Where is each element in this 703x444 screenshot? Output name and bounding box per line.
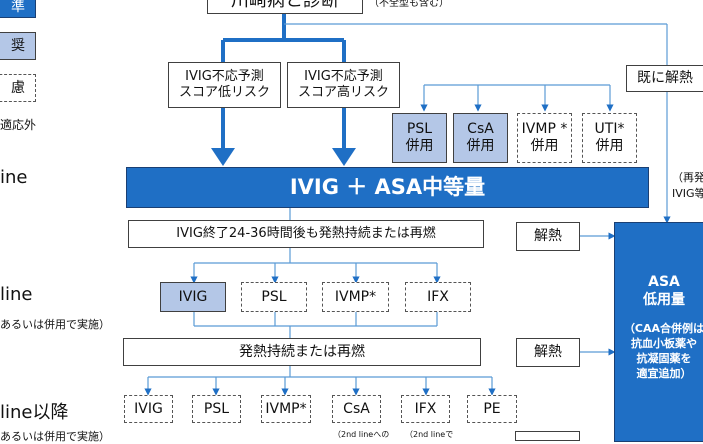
legend-standard-label: 準 (11, 0, 25, 15)
high-risk-box: IVIG不応予測 スコア高リスク (287, 62, 400, 108)
second-option-ifx: IFX (405, 282, 471, 312)
partial-box-bottom (515, 431, 580, 441)
asa-low-dose-title: ASA 低用量 (615, 273, 703, 309)
combo-psl-suffix: 併用 (405, 138, 434, 154)
third-condition-box: 発熱持続または再燃 (123, 338, 481, 366)
diagnosis-box: 川崎病と診断 (207, 0, 363, 14)
third-afebrile-label: 解熱 (534, 344, 562, 361)
already-afebrile-label: 既に解熱 (637, 70, 693, 87)
low-risk-line2: スコア低リスク (178, 85, 270, 100)
relapse-note-line2: IVIG等 (672, 187, 703, 200)
legend-consider-label: 慮 (11, 79, 25, 96)
legend-off-label: 適応外 (0, 118, 37, 132)
diagnosis-note: （不全型も含む） (369, 0, 449, 9)
legend-recommended-label: 奨 (11, 37, 25, 54)
third-option-csa: CsA (332, 395, 381, 423)
relapse-note: （再発 IVIG等 (672, 170, 703, 202)
main-treatment-label: IVIG ＋ ASA中等量 (289, 174, 486, 199)
second-option-ivig-label: IVIG (178, 288, 208, 305)
asa-note-line3: 抗凝固薬を (636, 352, 692, 365)
asa-note-line2: 抗血小板薬や (631, 337, 697, 350)
combo-ivmp-name: IVMP * (521, 121, 568, 138)
diagnosis-label: 川崎病と診断 (231, 0, 339, 12)
high-risk-line2: スコア高リスク (297, 85, 389, 100)
combo-csa: CsA 併用 (453, 113, 508, 163)
third-option-ivig-label: IVIG (134, 400, 163, 417)
combo-csa-name: CsA (467, 121, 494, 138)
combo-psl: PSL 併用 (392, 113, 447, 163)
asa-title-line2: 低用量 (643, 292, 685, 308)
asa-low-dose-note: （CAA合併例は 抗血小板薬や 抗凝固薬を 適宜追加） (615, 321, 703, 381)
asa-note-line1: （CAA合併例は (623, 322, 703, 335)
asa-low-dose-box: ASA 低用量 （CAA合併例は 抗血小板薬や 抗凝固薬を 適宜追加） (614, 222, 703, 442)
second-option-ivmp-label: IVMP* (334, 288, 377, 305)
legend-recommended: 奨 (0, 32, 36, 60)
second-line-note: あるいは併用で実施） (0, 318, 110, 331)
first-line-label: ine (0, 167, 28, 188)
third-line-note: あるいは併用で実施） (0, 430, 110, 443)
thick-arrow-low (211, 148, 235, 166)
combo-psl-name: PSL (406, 121, 433, 138)
main-treatment-bar: IVIG ＋ ASA中等量 (126, 167, 649, 208)
third-option-ifx-label: IFX (414, 400, 437, 417)
legend-standard: 準 (0, 0, 36, 18)
second-line-label: line (0, 284, 33, 305)
second-afebrile-label: 解熱 (534, 228, 562, 245)
third-option-csa-label: CsA (343, 400, 370, 417)
third-option-ivmp-label: IVMP* (265, 400, 307, 417)
second-condition-box: IVIG終了24-36時間後も発熱持続または再燃 (128, 220, 484, 248)
third-option-pe: PE (467, 395, 517, 423)
second-option-psl: PSL (241, 282, 307, 312)
second-afebrile-box: 解熱 (516, 222, 580, 251)
high-risk-line1: IVIG不応予測 (304, 69, 383, 85)
combo-ivmp-suffix: 併用 (530, 138, 559, 154)
third-line-label: line以降 (0, 402, 69, 423)
third-option-pe-label: PE (483, 400, 501, 417)
third-afebrile-box: 解熱 (516, 338, 580, 367)
combo-uti: UTI* 併用 (582, 113, 637, 163)
combo-uti-suffix: 併用 (595, 138, 624, 154)
third-condition-label: 発熱持続または再燃 (239, 343, 365, 360)
third-option-ivmp: IVMP* (261, 395, 311, 423)
asa-note-line4: 適宜追加） (636, 367, 692, 380)
third-option-ifx: IFX (401, 395, 450, 423)
low-risk-line1: IVIG不応予測 (185, 69, 264, 85)
second-option-ivmp: IVMP* (322, 282, 389, 312)
third-option-ifx-note: （2nd lineで (405, 430, 454, 439)
relapse-note-line1: （再発 (672, 171, 703, 184)
second-option-ifx-label: IFX (427, 288, 449, 305)
low-risk-box: IVIG不応予測 スコア低リスク (168, 62, 281, 108)
second-option-ivig: IVIG (160, 282, 226, 312)
legend-consider: 慮 (0, 74, 36, 102)
third-option-csa-note: （2nd lineへの (333, 430, 390, 439)
second-condition-label: IVIG終了24-36時間後も発熱持続または再燃 (176, 226, 436, 242)
combo-ivmp: IVMP * 併用 (517, 113, 572, 163)
third-option-psl-label: PSL (203, 400, 230, 417)
third-option-psl: PSL (192, 395, 241, 423)
third-option-ivig: IVIG (124, 395, 173, 423)
thick-arrow-high (332, 148, 356, 166)
second-option-psl-label: PSL (261, 288, 287, 305)
combo-csa-suffix: 併用 (466, 138, 495, 154)
asa-title-line1: ASA (648, 274, 680, 290)
already-afebrile-box: 既に解熱 (626, 65, 703, 92)
combo-uti-name: UTI* (594, 121, 625, 138)
